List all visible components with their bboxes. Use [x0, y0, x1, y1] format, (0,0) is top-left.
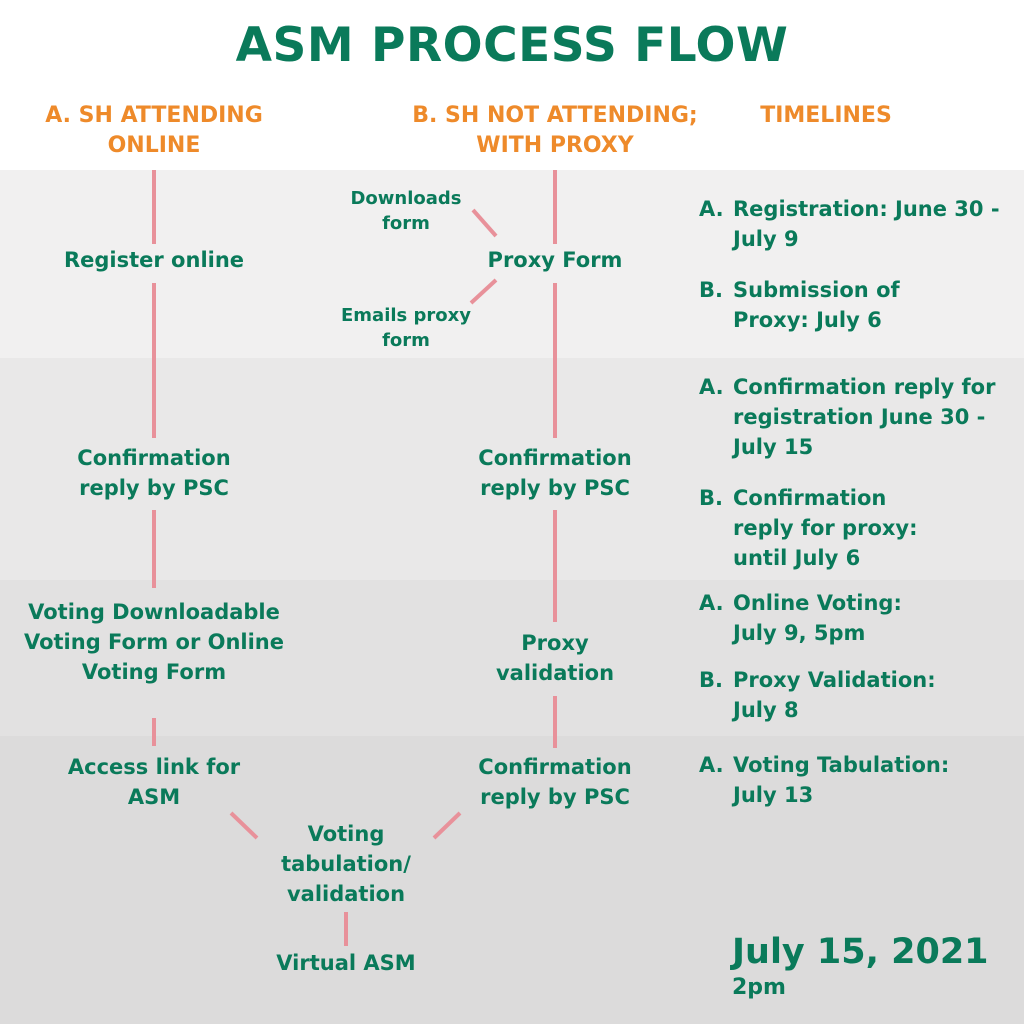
page-title: ASM PROCESS FLOW: [235, 18, 789, 73]
step-confirmation-reply-a: Confirmation reply by PSC: [77, 446, 231, 500]
connector-confirm-tabulation: [432, 811, 462, 840]
connector-emails: [469, 278, 498, 305]
timeline-text: Registration: June 30 - July 9: [733, 197, 1000, 251]
timeline-letter: B.: [699, 486, 723, 510]
timeline-text: Online Voting: July 9, 5pm: [733, 591, 902, 645]
step-proxy-validation: Proxy validation: [495, 631, 615, 685]
timeline-item: A. Voting Tabulation: July 13: [699, 750, 1019, 810]
timeline-text: Submission of Proxy: July 6: [733, 278, 900, 332]
timeline-item: A. Confirmation reply for registration J…: [699, 372, 1019, 462]
stage-band-confirmation: [0, 358, 1024, 580]
timeline-item: B. Proxy Validation: July 8: [699, 665, 1019, 725]
timeline-text: Confirmation reply for registration June…: [733, 375, 996, 459]
timeline-letter: B.: [699, 278, 723, 302]
column-header-proxy: B. SH NOT ATTENDING; WITH PROXY: [412, 103, 698, 158]
timeline-letter: A.: [699, 591, 724, 615]
timeline-item: A. Registration: June 30 - July 9: [699, 194, 1019, 254]
step-confirmation-reply-b: Confirmation reply by PSC: [478, 446, 632, 500]
step-proxy-form: Proxy Form: [487, 248, 623, 272]
timeline-letter: B.: [699, 668, 723, 692]
timeline-text: Proxy Validation: July 8: [733, 668, 936, 722]
connector-downloads: [471, 208, 498, 238]
timeline-letter: A.: [699, 375, 724, 399]
step-confirmation-reply-b2: Confirmation reply by PSC: [478, 755, 632, 809]
timeline-item: A. Online Voting: July 9, 5pm: [699, 588, 1019, 648]
connector-access-tabulation: [229, 811, 259, 840]
step-downloads-form: Downloads form: [350, 188, 462, 234]
step-access-link: Access link for ASM: [67, 755, 241, 809]
column-header-timelines: TIMELINES: [760, 103, 892, 128]
step-register-online: Register online: [63, 248, 245, 272]
step-voting: Voting Downloadable Voting Form or Onlin…: [23, 600, 285, 684]
stage-band-voting: [0, 580, 1024, 736]
timeline-text: Voting Tabulation: July 13: [733, 753, 950, 807]
event-time: 2pm: [732, 975, 786, 1000]
timeline-letter: A.: [699, 753, 724, 777]
event-date: July 15, 2021: [732, 932, 989, 972]
timeline-text: Confirmation reply for proxy: until July…: [733, 486, 918, 570]
stage-band-tabulation: [0, 736, 1024, 1024]
timeline-item: B. Confirmation reply for proxy: until J…: [699, 483, 1019, 573]
stage-band-registration: [0, 170, 1024, 358]
step-emails-proxy-form: Emails proxy form: [341, 305, 471, 351]
timeline-letter: A.: [699, 197, 724, 221]
step-voting-tabulation: Voting tabulation/ validation: [281, 822, 411, 906]
step-virtual-asm: Virtual ASM: [276, 951, 416, 975]
timeline-item: B. Submission of Proxy: July 6: [699, 275, 1019, 335]
column-header-attending: A. SH ATTENDING ONLINE: [45, 103, 263, 158]
